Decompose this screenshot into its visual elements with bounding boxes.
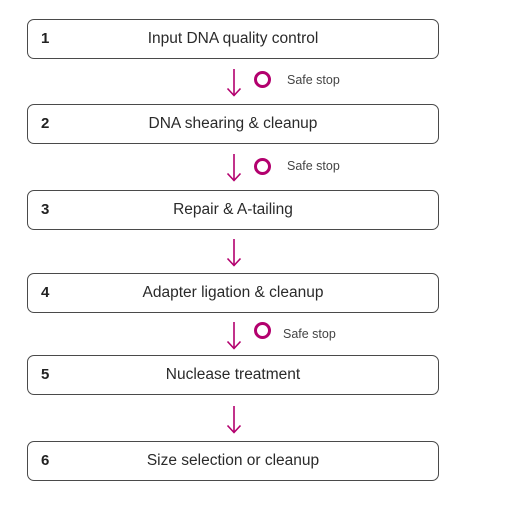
step-label: Repair & A-tailing: [173, 201, 293, 218]
down-arrow-icon: [226, 322, 242, 350]
step-label: Size selection or cleanup: [146, 452, 320, 469]
step-box-3: 3 Repair & A-tailing: [27, 190, 439, 230]
step-box-6: 6 Size selection or cleanup: [27, 441, 439, 481]
step-label: Adapter ligation & cleanup: [142, 284, 324, 301]
down-arrow-icon: [226, 406, 242, 434]
step-label: DNA shearing & cleanup: [148, 115, 318, 132]
down-arrow-icon: [226, 239, 242, 267]
step-label: Nuclease treatment: [165, 366, 301, 383]
safe-stop-icon: [254, 158, 271, 175]
step-box-4: 4 Adapter ligation & cleanup: [27, 273, 439, 313]
step-label: Input DNA quality control: [147, 30, 319, 47]
safe-stop-label: Safe stop: [287, 73, 340, 87]
safe-stop-label: Safe stop: [287, 159, 340, 173]
step-number: 1: [41, 30, 50, 47]
step-number: 6: [41, 452, 50, 469]
down-arrow-icon: [226, 69, 242, 97]
safe-stop-icon: [254, 322, 271, 339]
step-number: 2: [41, 115, 50, 132]
safe-stop-label: Safe stop: [283, 327, 336, 341]
step-box-1: 1 Input DNA quality control: [27, 19, 439, 59]
down-arrow-icon: [226, 154, 242, 182]
step-number: 4: [41, 284, 50, 301]
step-number: 3: [41, 201, 50, 218]
step-box-5: 5 Nuclease treatment: [27, 355, 439, 395]
step-box-2: 2 DNA shearing & cleanup: [27, 104, 439, 144]
safe-stop-icon: [254, 71, 271, 88]
step-number: 5: [41, 366, 50, 383]
